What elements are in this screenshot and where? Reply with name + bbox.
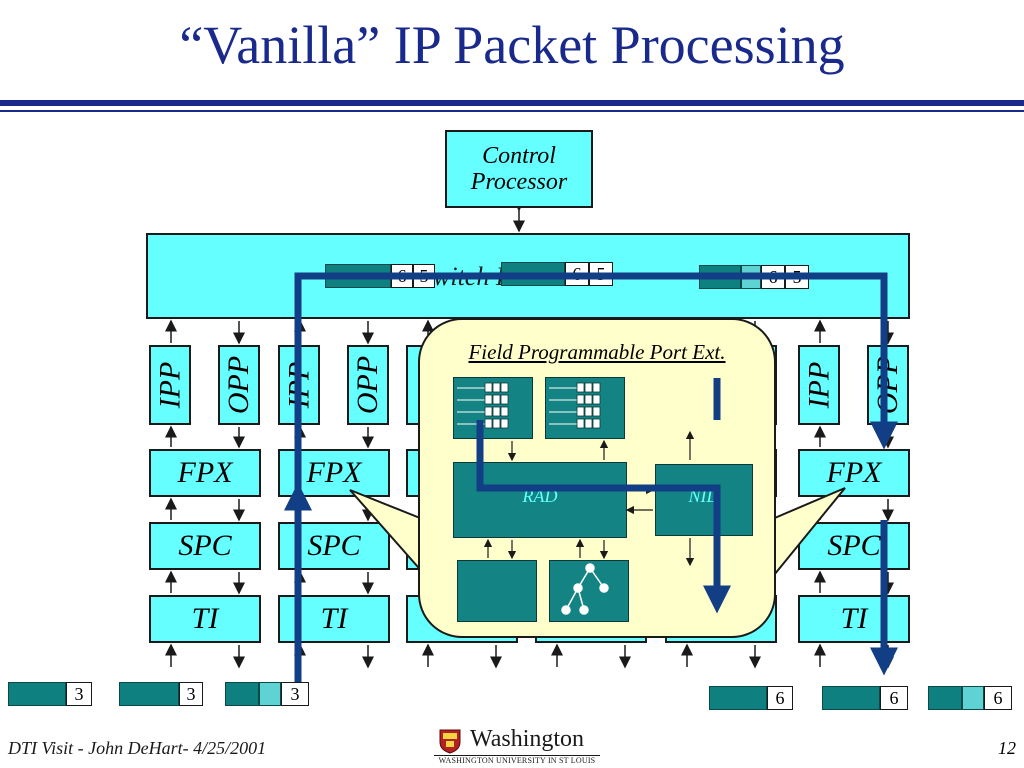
buffer-cell <box>584 418 593 429</box>
title-rule <box>0 100 1024 106</box>
spc-box: SPC <box>798 522 910 570</box>
buffer-cell <box>592 406 601 417</box>
fpx-label: FPX <box>826 456 882 489</box>
buffer-cell <box>484 418 493 429</box>
university-logo-text: Washington <box>470 726 585 752</box>
ti-label: TI <box>191 602 219 635</box>
spc-box: SPC <box>149 522 261 570</box>
buffer-cell <box>592 394 601 405</box>
buffer-cell <box>584 406 593 417</box>
buffer-cell <box>592 418 601 429</box>
input-packet-1: 3 <box>8 682 92 706</box>
ti-box: TI <box>798 595 910 643</box>
packet-field: 6 <box>767 686 793 710</box>
opp-box: OPP <box>218 345 260 425</box>
control-processor-label-1: Control <box>482 143 556 169</box>
input-packet-3: 3 <box>225 682 309 706</box>
buffer-cell <box>484 382 493 393</box>
path-in-switch-out <box>294 272 898 692</box>
ipp-box: IPP <box>149 345 191 425</box>
output-packet-3: 6 <box>928 686 1012 710</box>
slide-title: “Vanilla” IP Packet Processing <box>179 15 845 75</box>
buffer-cell <box>484 406 493 417</box>
buffer-cell <box>584 382 593 393</box>
packet-field: 6 <box>880 686 908 710</box>
control-processor-label-2: Processor <box>470 169 568 195</box>
buffer-cell <box>576 382 585 393</box>
nid-module <box>655 464 753 536</box>
buffer-cell <box>492 406 501 417</box>
control-processor-box: Control Processor <box>445 130 593 208</box>
packet-field: 3 <box>66 682 92 706</box>
spc-label: SPC <box>307 529 361 562</box>
fpx-box: FPX <box>149 449 261 497</box>
packet-field: 3 <box>281 682 309 706</box>
fpx-detail-title: Field Programmable Port Ext. <box>468 340 726 364</box>
fpx-box: FPX <box>798 449 910 497</box>
ipp-box: IPP <box>798 345 840 425</box>
page-number: 12 <box>998 738 1016 758</box>
input-packet-2: 3 <box>119 682 203 706</box>
buffer-cell <box>492 394 501 405</box>
ti-label: TI <box>320 602 348 635</box>
output-packet-1: 6 <box>709 686 793 710</box>
output-packet-2: 6 <box>822 686 908 710</box>
footer-credit: DTI Visit - John DeHart- 4/25/2001 <box>8 738 267 758</box>
buffer-cell <box>492 382 501 393</box>
buffer-cell <box>500 394 509 405</box>
buffer-cell <box>500 406 509 417</box>
fpx-internal-path <box>476 420 731 614</box>
fpx-label: FPX <box>306 456 362 489</box>
buffer-cell <box>484 394 493 405</box>
university-logo-subtext: WASHINGTON UNIVERSITY IN ST LOUIS <box>434 755 600 765</box>
buffer-cell <box>500 418 509 429</box>
opp-box: OPP <box>347 345 389 425</box>
buffer-cell <box>584 394 593 405</box>
buffer-cell <box>500 382 509 393</box>
packet-field: 3 <box>179 682 203 706</box>
buffer-cell <box>576 394 585 405</box>
buffer-cell <box>592 382 601 393</box>
title-rule-thin <box>0 110 1024 112</box>
fpx-memory-block <box>457 560 537 622</box>
buffer-cell <box>492 418 501 429</box>
buffer-cell <box>576 418 585 429</box>
spc-label: SPC <box>827 529 881 562</box>
buffer-cell <box>576 406 585 417</box>
spc-label: SPC <box>178 529 232 562</box>
ti-box: TI <box>149 595 261 643</box>
fpx-label: FPX <box>177 456 233 489</box>
ti-label: TI <box>840 602 868 635</box>
tree-icon <box>561 563 609 615</box>
packet-field: 6 <box>984 686 1012 710</box>
university-seal-icon <box>439 729 461 754</box>
